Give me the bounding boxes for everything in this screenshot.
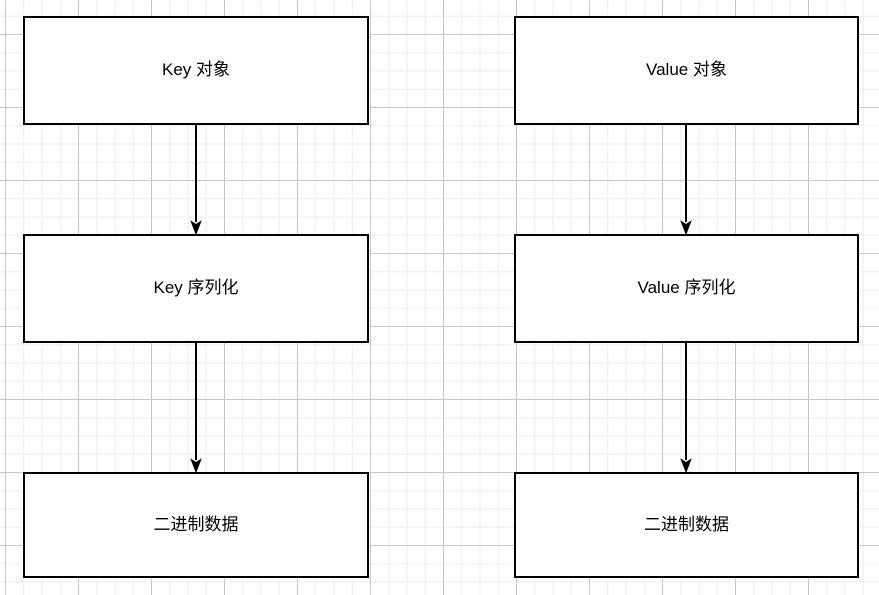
node-value-serialize[interactable]: Value 序列化 bbox=[514, 234, 859, 343]
node-key-serialize-label: Key 序列化 bbox=[153, 278, 239, 298]
node-key-serialize[interactable]: Key 序列化 bbox=[23, 234, 369, 343]
node-key-binary-data[interactable]: 二进制数据 bbox=[23, 472, 369, 578]
arrow-value-object-to-value-serialize[interactable] bbox=[678, 125, 694, 234]
node-value-binary-data-label: 二进制数据 bbox=[644, 514, 729, 534]
node-key-object[interactable]: Key 对象 bbox=[23, 16, 369, 125]
arrow-value-serialize-to-value-binary[interactable] bbox=[678, 343, 694, 472]
node-value-binary-data[interactable]: 二进制数据 bbox=[514, 472, 859, 578]
node-key-binary-data-label: 二进制数据 bbox=[153, 514, 239, 534]
node-value-object[interactable]: Value 对象 bbox=[514, 16, 859, 125]
arrow-key-object-to-key-serialize[interactable] bbox=[188, 125, 204, 234]
node-value-serialize-label: Value 序列化 bbox=[637, 278, 736, 298]
node-key-object-label: Key 对象 bbox=[161, 60, 231, 80]
arrow-key-serialize-to-key-binary[interactable] bbox=[188, 343, 204, 472]
node-value-object-label: Value 对象 bbox=[646, 60, 727, 80]
